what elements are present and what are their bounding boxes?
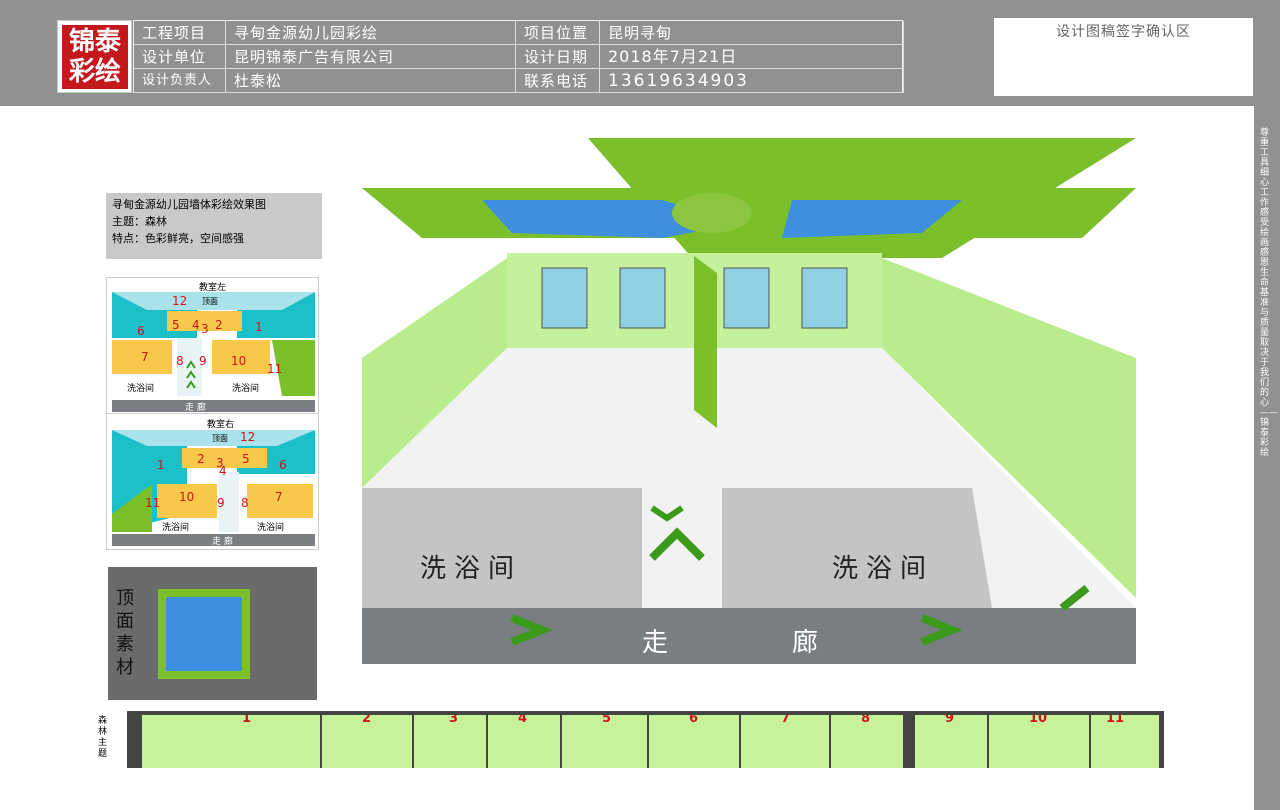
logo-line-2: 彩绘 <box>68 57 121 87</box>
panel-9: 9 <box>915 715 987 768</box>
panel-1: 1 <box>142 715 320 768</box>
signature-confirm-area[interactable]: 设计图稿签字确认区 <box>994 18 1253 96</box>
plan-right: 教室右 顶面 洗浴间 洗浴间 走 廊 12 2 3 4 5 1 6 11 10 … <box>106 413 319 550</box>
panel-2: 2 <box>322 715 412 768</box>
panel-8: 8 <box>831 715 903 768</box>
top-material-label: 顶面素材 <box>116 588 134 678</box>
plan-right-num-2: 2 <box>197 452 205 466</box>
panel-6: 6 <box>649 715 739 768</box>
room-rendering: 洗浴间 洗浴间 走 廊 <box>362 138 1136 664</box>
panel-10: 10 <box>989 715 1089 768</box>
plan-left-bath-l: 洗浴间 <box>127 384 155 394</box>
panel-4-num: 4 <box>518 715 528 726</box>
logo-line-1: 锦泰 <box>68 27 121 57</box>
unit-value: 昆明锦泰广告有限公司 <box>226 45 516 69</box>
panel-6-num: 6 <box>689 715 699 726</box>
confirm-title: 设计图稿签字确认区 <box>1056 24 1191 40</box>
sidebar-slogan: 尊重工具 细心工作 感受绘画 感恩生命 基准与质量取决于我们的心——锦泰彩绘 <box>1260 128 1278 458</box>
lead-label: 设计负责人 <box>134 69 226 93</box>
plan-right-num-12: 12 <box>240 430 256 444</box>
plan-left-num-6: 6 <box>137 324 145 338</box>
unit-label: 设计单位 <box>134 45 226 69</box>
strip-theme-label: 森林主题 <box>98 716 108 759</box>
top-material-image <box>158 589 250 679</box>
plan-right-num-5: 5 <box>242 452 250 466</box>
right-sidebar <box>1254 106 1280 810</box>
panel-3-num: 3 <box>449 715 459 726</box>
panel-10-num: 10 <box>1029 715 1048 726</box>
plan-left-num-10: 10 <box>231 354 247 368</box>
phone-label: 联系电话 <box>516 69 600 93</box>
project-value: 寻甸金源幼儿园彩绘 <box>226 21 516 45</box>
panel-7-num: 7 <box>781 715 791 726</box>
plan-left-title: 教室左 <box>199 283 227 293</box>
plan-right-num-7: 7 <box>275 490 283 504</box>
plan-left-num-12: 12 <box>172 294 188 308</box>
plan-left-corridor: 走 廊 <box>185 403 206 413</box>
plan-right-title: 教室右 <box>207 420 235 430</box>
lead-value: 杜泰松 <box>226 69 516 93</box>
plan-left-num-4: 4 <box>192 318 200 332</box>
scene-corridor-a: 走 <box>642 628 677 658</box>
plan-right-num-4: 4 <box>219 464 227 478</box>
panel-11-num: 11 <box>1106 715 1125 726</box>
desc-feature: 特点：色彩鲜亮，空间感强 <box>112 232 244 245</box>
plan-right-num-8: 8 <box>241 496 249 510</box>
plan-right-num-11: 11 <box>145 496 161 510</box>
scene-bath-right: 洗浴间 <box>832 554 935 584</box>
plan-right-drawing <box>112 430 315 546</box>
desc-theme: 主题：森林 <box>112 215 167 228</box>
desc-title: 寻甸金源幼儿园墙体彩绘效果图 <box>112 198 266 211</box>
plan-left-drawing <box>112 292 315 412</box>
description-box: 寻甸金源幼儿园墙体彩绘效果图 主题：森林 特点：色彩鲜亮，空间感强 <box>106 193 322 259</box>
plan-right-ceiling: 顶面 <box>212 434 228 443</box>
location-value: 昆明寻甸 <box>600 21 904 45</box>
plan-left-num-1: 1 <box>255 320 263 334</box>
plan-right-num-1: 1 <box>157 458 165 472</box>
top-material-panel: 顶面素材 <box>108 567 317 700</box>
date-value: 2018年7月21日 <box>600 45 904 69</box>
phone-value: 13619634903 <box>600 69 904 93</box>
plan-left-num-11: 11 <box>267 362 283 376</box>
panel-8-num: 8 <box>861 715 871 726</box>
project-info-table: 工程项目 寻甸金源幼儿园彩绘 项目位置 昆明寻甸 设计单位 昆明锦泰广告有限公司… <box>133 20 904 93</box>
plan-left: 教室左 顶面 洗浴间 洗浴间 走 廊 12 5 4 3 2 6 1 7 8 9 … <box>106 277 319 417</box>
plan-right-num-6: 6 <box>279 458 287 472</box>
panel-5-num: 5 <box>602 715 612 726</box>
plan-right-corridor: 走 廊 <box>212 537 233 547</box>
plan-left-num-7: 7 <box>141 350 149 364</box>
scene-corridor-b: 廊 <box>792 628 827 658</box>
plan-left-ceiling: 顶面 <box>202 297 218 306</box>
panel-7: 7 <box>741 715 829 768</box>
plan-right-bath-r: 洗浴间 <box>257 523 285 533</box>
panel-5: 5 <box>562 715 647 768</box>
plan-right-num-10: 10 <box>179 490 195 504</box>
panel-9-num: 9 <box>945 715 955 726</box>
plan-left-num-8: 8 <box>176 354 184 368</box>
wall-panels-strip: 1 2 3 4 5 6 7 8 9 10 11 <box>127 711 1164 768</box>
panel-4: 4 <box>488 715 560 768</box>
scene-bath-left: 洗浴间 <box>420 554 523 584</box>
project-label: 工程项目 <box>134 21 226 45</box>
plan-right-num-9: 9 <box>217 496 225 510</box>
date-label: 设计日期 <box>516 45 600 69</box>
panel-11: 11 <box>1091 715 1159 768</box>
company-logo: 锦泰 彩绘 <box>57 20 132 93</box>
panel-1-num: 1 <box>242 715 252 726</box>
plan-left-bath-r: 洗浴间 <box>232 384 260 394</box>
plan-left-num-5: 5 <box>172 318 180 332</box>
plan-left-num-3: 3 <box>201 322 209 336</box>
plan-left-num-9: 9 <box>199 354 207 368</box>
plan-right-num-3: 3 <box>216 456 224 470</box>
location-label: 项目位置 <box>516 21 600 45</box>
panel-2-num: 2 <box>362 715 372 726</box>
plan-left-num-2: 2 <box>215 318 223 332</box>
room-drawing <box>362 138 1136 664</box>
panel-3: 3 <box>414 715 486 768</box>
plan-right-bath-l: 洗浴间 <box>162 523 190 533</box>
